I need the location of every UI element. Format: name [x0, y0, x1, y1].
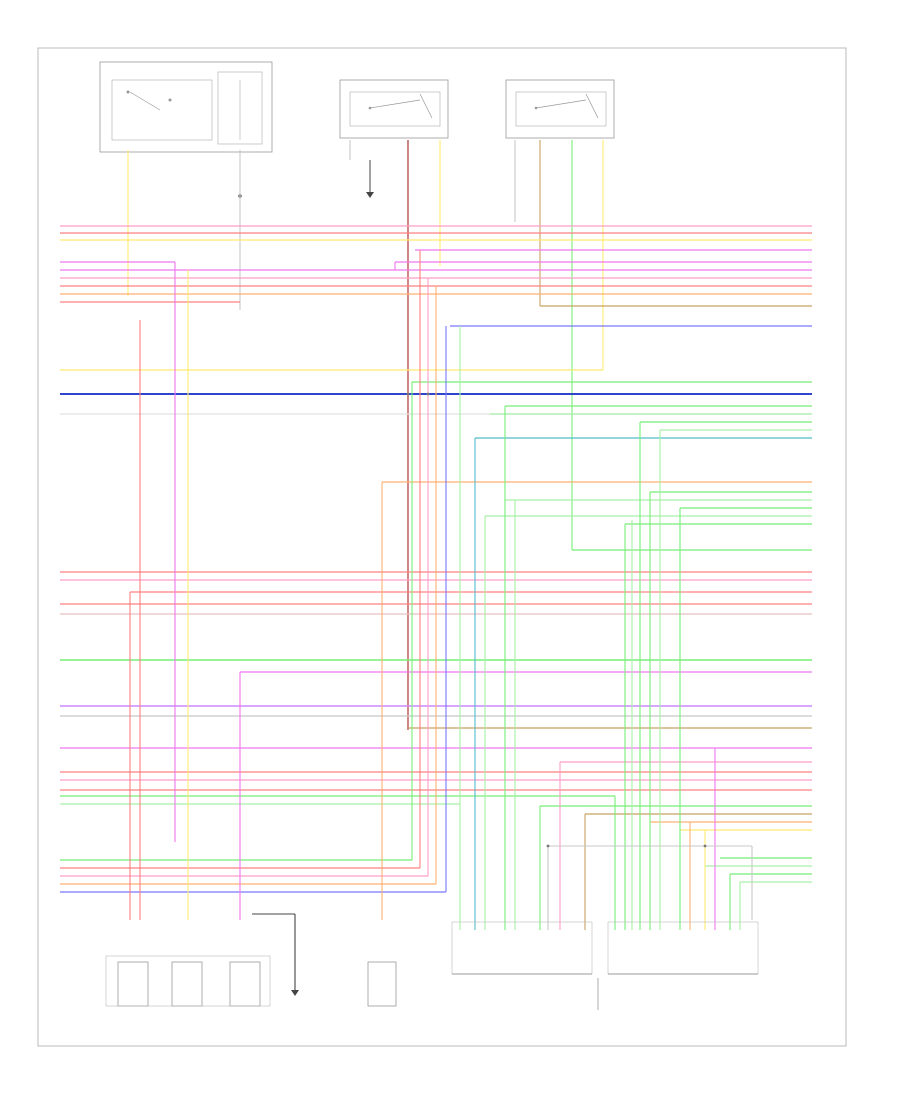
top-right-switch	[505, 79, 615, 139]
top-left-component	[99, 61, 273, 153]
splice-dots	[406, 392, 707, 848]
bottom-left-connector	[105, 955, 271, 1007]
ground-icon-bottom	[291, 990, 299, 996]
bottom-mid-connector	[367, 961, 397, 1007]
bottom-right-connector-a	[451, 921, 599, 1010]
diagram-border	[37, 47, 847, 1047]
vertical-wires-top	[127, 140, 604, 730]
top-mid-switch	[339, 79, 449, 139]
ground-icon	[366, 160, 374, 198]
vertical-wires-mid	[129, 250, 753, 990]
bottom-right-connector-b	[607, 921, 759, 975]
